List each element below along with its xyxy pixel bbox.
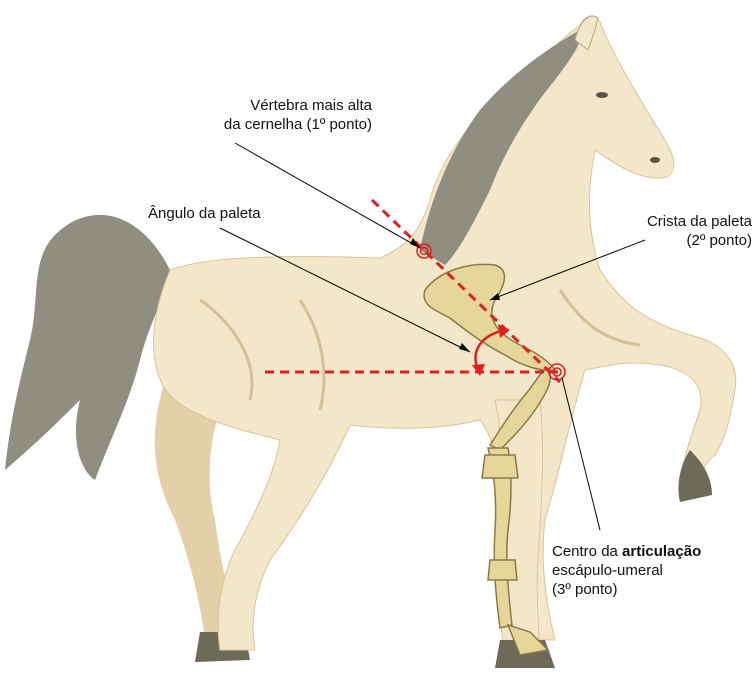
horse-tail <box>5 215 170 480</box>
label-centro-line3: (3º ponto) <box>552 580 701 599</box>
label-centro-line1-b: articulação <box>622 543 701 560</box>
leader-centro <box>562 378 600 530</box>
label-centro-line2: escápulo-umeral <box>552 561 701 580</box>
label-vertebra-line1: Vértebra mais alta <box>150 96 372 115</box>
label-vertebra-line2: da cernelha (1º ponto) <box>150 115 372 134</box>
label-crista-line2: (2º ponto) <box>560 231 752 250</box>
label-angulo-text: Ângulo da paleta <box>148 205 261 222</box>
label-centro-line1: Centro da articulação <box>552 542 701 561</box>
horse-nostril <box>650 157 660 163</box>
label-angulo: Ângulo da paleta <box>148 204 261 223</box>
leader-vertebra <box>235 143 420 248</box>
horse-eye <box>596 92 608 98</box>
label-centro: Centro da articulação escápulo-umeral (3… <box>552 542 701 599</box>
label-centro-line1-a: Centro da <box>552 543 622 560</box>
label-crista: Crista da paleta (2º ponto) <box>560 212 752 250</box>
label-crista-line1: Crista da paleta <box>560 212 752 231</box>
label-vertebra: Vértebra mais alta da cernelha (1º ponto… <box>150 96 372 134</box>
